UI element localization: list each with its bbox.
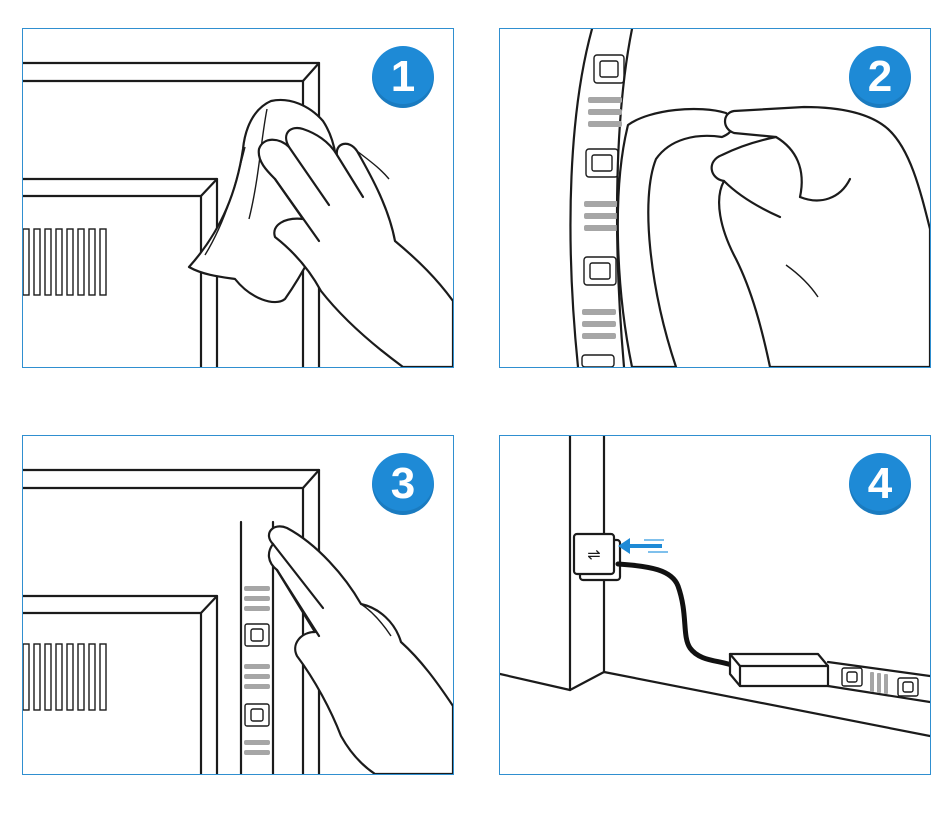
wipe-surface-illustration bbox=[23, 61, 453, 367]
vent-slots bbox=[23, 643, 107, 711]
hand-pressing bbox=[267, 525, 453, 774]
step-2-panel: 2 bbox=[499, 28, 931, 368]
resistor-dots bbox=[582, 97, 622, 339]
insert-arrow-icon bbox=[618, 538, 668, 554]
peel-backing-illustration bbox=[569, 29, 930, 367]
led-chips bbox=[581, 54, 625, 367]
step-number-badge: 1 bbox=[372, 46, 434, 108]
usb-cable bbox=[615, 561, 737, 669]
hand-right bbox=[257, 126, 453, 367]
svg-text:⇌: ⇌ bbox=[587, 545, 600, 564]
press-strip-illustration bbox=[23, 468, 453, 774]
step-3-panel: 3 bbox=[22, 435, 454, 775]
controller-box bbox=[728, 652, 830, 688]
hand-peeling bbox=[710, 105, 930, 367]
monitor-frame bbox=[23, 177, 219, 367]
step-1-panel: 1 bbox=[22, 28, 454, 368]
vent-slots bbox=[23, 228, 107, 296]
usb-connect-illustration: ⇌ bbox=[500, 436, 930, 738]
step-number-badge: 3 bbox=[372, 453, 434, 515]
step-4-panel: ⇌ 4 bbox=[499, 435, 931, 775]
step-number-badge: 4 bbox=[849, 453, 911, 515]
step-number-badge: 2 bbox=[849, 46, 911, 108]
adhesive-backing-film bbox=[616, 107, 734, 367]
led-strip bbox=[826, 660, 930, 678]
